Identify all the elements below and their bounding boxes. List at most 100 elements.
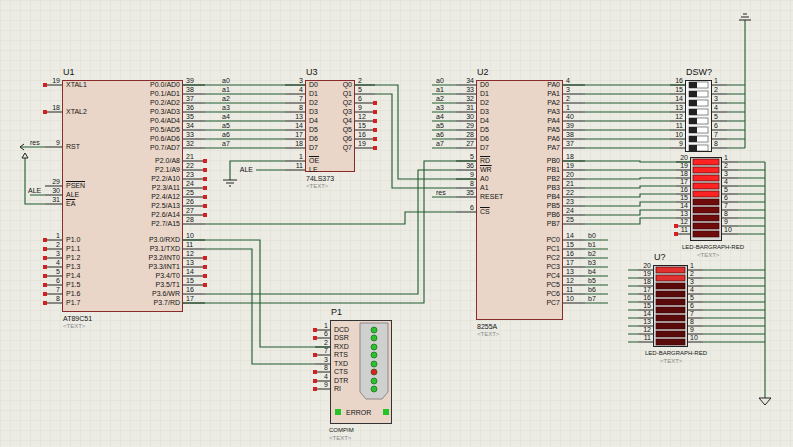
pin-number: 3 xyxy=(714,95,718,102)
pin-name: PA7 xyxy=(547,144,560,151)
pin-name: P3.4/T0 xyxy=(155,272,180,279)
pin-number: 8 xyxy=(714,140,718,147)
pin-name: P2.5/A13 xyxy=(151,202,180,209)
pin-number: 15 xyxy=(358,122,366,129)
pin-number: 19 xyxy=(52,77,60,84)
pin-number: 5 xyxy=(724,186,728,193)
bargraph-segments xyxy=(693,159,719,237)
pin-number: 20 xyxy=(566,171,574,178)
pin-number: 13 xyxy=(643,318,651,325)
pin-name: P3.6/WR xyxy=(152,290,180,297)
pin-name: P1.0 xyxy=(66,236,80,243)
pin-number: 25 xyxy=(186,189,194,196)
reference-label: U1 xyxy=(63,68,75,77)
pin-number: 33 xyxy=(466,86,474,93)
pin-name: D0 xyxy=(480,81,489,88)
pin-name: PA4 xyxy=(547,117,560,124)
pin-number: 14 xyxy=(680,202,688,209)
pin-name: PC3 xyxy=(546,263,560,270)
pin-number: 12 xyxy=(358,113,366,120)
switch-toggles xyxy=(689,82,697,151)
pin-name: PC4 xyxy=(546,272,560,279)
pin-name: PC6 xyxy=(546,290,560,297)
net-label: a3 xyxy=(436,104,444,111)
pin-name: TXD xyxy=(334,360,348,367)
pin-number: 9 xyxy=(358,104,362,111)
pin-number: 6 xyxy=(724,194,728,201)
db9-connector xyxy=(360,323,388,399)
pin-name: RI xyxy=(334,385,341,392)
pin-number: 10 xyxy=(566,295,574,302)
pin-number: 37 xyxy=(186,95,194,102)
wires xyxy=(20,20,765,398)
pin-name: PB7 xyxy=(547,220,560,227)
pin-name: PA0 xyxy=(547,81,560,88)
pin-number: 25 xyxy=(566,216,574,223)
pin-number: 17 xyxy=(295,131,303,138)
pin-name: D0 xyxy=(309,81,318,88)
net-label: a4 xyxy=(436,113,444,120)
net-label: a0 xyxy=(436,77,444,84)
reference-label: DSW? xyxy=(686,68,712,77)
pin-number: 18 xyxy=(566,153,574,160)
pin-name: P0.6/AD6 xyxy=(150,135,180,142)
pin-number: 5 xyxy=(56,268,60,275)
pin-number: 16 xyxy=(358,131,366,138)
pin-number: 12 xyxy=(186,250,194,257)
pin-number: 38 xyxy=(186,86,194,93)
pin-name: PB4 xyxy=(547,193,560,200)
pin-name: P0.0/AD0 xyxy=(150,81,180,88)
pin-name: P1.2 xyxy=(66,254,80,261)
wire xyxy=(183,240,330,347)
bargraph-body xyxy=(690,157,722,241)
pin-number: 11 xyxy=(681,226,688,233)
pin-number: 2 xyxy=(724,162,728,169)
pin-name: PB1 xyxy=(547,166,560,173)
pin-number: 2 xyxy=(690,270,694,277)
pin-name: PC5 xyxy=(546,281,560,288)
pin-number: 12 xyxy=(675,113,683,120)
pin-name: D6 xyxy=(309,135,318,142)
pin-number: 27 xyxy=(466,140,474,147)
net-label: a4 xyxy=(222,113,230,120)
pin-number: 9 xyxy=(679,140,683,147)
wire xyxy=(563,161,690,162)
net-label: res xyxy=(30,139,40,146)
pin-number: 4 xyxy=(324,373,328,380)
pin-number: 13 xyxy=(295,113,303,120)
pin-number: 39 xyxy=(186,77,194,84)
reference-label: P1 xyxy=(331,308,342,317)
pin-number: 18 xyxy=(52,104,60,111)
pin-number: 32 xyxy=(186,140,194,147)
pin-name: RD xyxy=(480,157,490,164)
pin-name: P1.4 xyxy=(66,272,80,279)
text-placeholder: <TEXT> xyxy=(63,323,85,329)
pin-name: PA5 xyxy=(547,126,560,133)
pin-number: 14 xyxy=(186,268,194,275)
pin-name: P1.7 xyxy=(66,299,80,306)
pin-number: 16 xyxy=(643,294,651,301)
pin-number: 5 xyxy=(358,86,362,93)
pin-number: 6 xyxy=(714,122,718,129)
pin-number: 5 xyxy=(470,153,474,160)
pin-number: 10 xyxy=(690,334,698,341)
pin-number: 8 xyxy=(724,210,728,217)
pin-name: P0.7/AD7 xyxy=(150,144,180,151)
pin-name: PC2 xyxy=(546,254,560,261)
pin-number: 2 xyxy=(358,77,362,84)
pin-number: 11 xyxy=(644,334,651,341)
pin-name: RST xyxy=(66,143,80,150)
net-label: b0 xyxy=(588,232,596,239)
pin-number: 1 xyxy=(324,322,328,329)
pin-name: XTAL1 xyxy=(66,81,87,88)
net-label: a1 xyxy=(222,86,230,93)
led-bargraph: U?LED-BARGRAPH-RED<TEXT> xyxy=(653,265,688,347)
pin-number: 19 xyxy=(566,162,574,169)
pin-number: 13 xyxy=(680,210,688,217)
pin-name: DTR xyxy=(334,377,348,384)
bargraph-segments xyxy=(656,267,685,345)
pin-number: 16 xyxy=(680,186,688,193)
pin-number: 12 xyxy=(566,277,574,284)
part-name: 8255A xyxy=(477,323,497,330)
pin-number: 2 xyxy=(714,86,718,93)
